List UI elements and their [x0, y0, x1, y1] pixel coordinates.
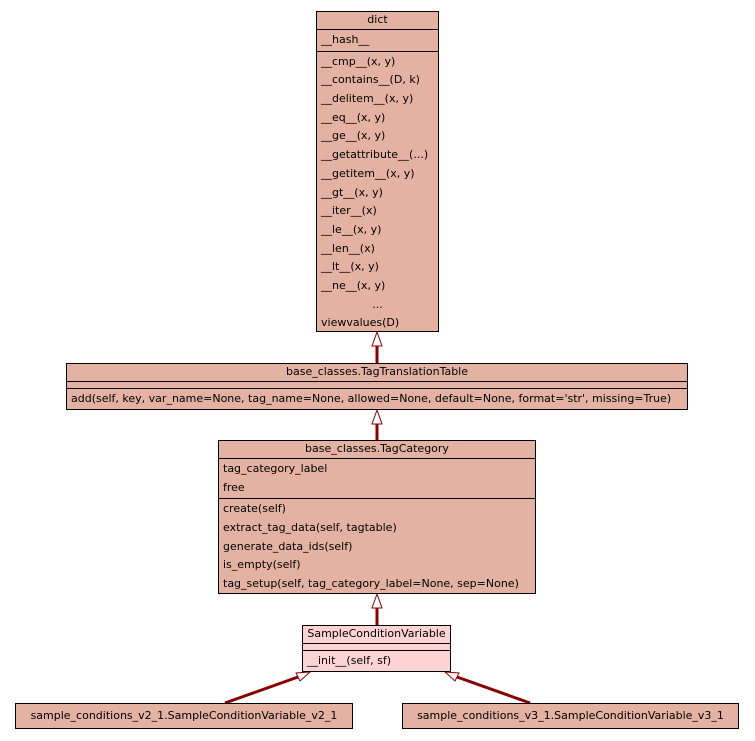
method: __iter__(x) [321, 204, 377, 218]
class-sample-condition-variable-v3-1[interactable]: sample_conditions_v3_1.SampleConditionVa… [402, 703, 739, 729]
method: __init__(self, sf) [307, 654, 392, 667]
class-sample-condition-variable-v2-1[interactable]: sample_conditions_v2_1.SampleConditionVa… [15, 703, 353, 729]
arrowhead-sampleconditionvariable-left [295, 671, 312, 682]
arrowhead-dict [371, 330, 383, 347]
attributes-section: tag_category_label free [219, 459, 535, 500]
method: __lt__(x, y) [321, 260, 379, 274]
arrowhead-sampleconditionvariable-right [443, 671, 460, 682]
arrowhead-tagtranslationtable [371, 408, 383, 425]
method: __getitem__(x, y) [321, 166, 415, 180]
method: add(self, key, var_name=None, tag_name=N… [71, 392, 672, 405]
attributes-section [303, 644, 450, 651]
method: __len__(x) [321, 241, 375, 255]
attributes-section: __hash__ [317, 30, 438, 52]
edge-v3_1-to-sampleconditionvariable [456, 675, 531, 705]
method: __delitem__(x, y) [321, 92, 414, 106]
class-dict[interactable]: dict __hash__ __cmp__(x, y) __contains__… [316, 11, 439, 332]
class-title: dict [317, 12, 438, 30]
method: __ne__(x, y) [321, 278, 386, 292]
method: viewvalues(D) [321, 316, 400, 330]
class-title: base_classes.TagTranslationTable [67, 364, 687, 382]
attributes-section [67, 382, 687, 389]
class-sample-condition-variable[interactable]: SampleConditionVariable __init__(self, s… [302, 625, 451, 672]
method: __getattribute__(...) [321, 148, 429, 162]
class-title: base_classes.TagCategory [219, 441, 535, 459]
method: generate_data_ids(self) [223, 539, 353, 553]
method: __gt__(x, y) [321, 185, 383, 199]
arrowhead-tagcategory [371, 592, 383, 609]
method: __contains__(D, k) [321, 73, 420, 87]
method: create(self) [223, 502, 286, 516]
method: __cmp__(x, y) [321, 54, 396, 68]
attribute: free [223, 480, 245, 494]
method: tag_setup(self, tag_category_label=None,… [223, 577, 519, 591]
method: __ge__(x, y) [321, 129, 386, 143]
method: __eq__(x, y) [321, 110, 386, 124]
method: __le__(x, y) [321, 222, 382, 236]
method-ellipsis: ... [372, 297, 383, 311]
method: extract_tag_data(self, tagtable) [223, 521, 397, 535]
attribute: __hash__ [321, 33, 370, 46]
attribute: tag_category_label [223, 462, 328, 475]
methods-section: __init__(self, sf) [303, 651, 450, 672]
methods-section: create(self) extract_tag_data(self, tagt… [219, 499, 535, 594]
class-tag-category[interactable]: base_classes.TagCategory tag_category_la… [218, 440, 536, 594]
class-tag-translation-table[interactable]: base_classes.TagTranslationTable add(sel… [66, 363, 688, 410]
class-title: SampleConditionVariable [303, 626, 450, 644]
methods-section: add(self, key, var_name=None, tag_name=N… [67, 389, 687, 410]
methods-section: __cmp__(x, y) __contains__(D, k) __delit… [317, 52, 438, 334]
method: is_empty(self) [223, 558, 301, 572]
edge-v2_1-to-sampleconditionvariable [224, 675, 299, 705]
